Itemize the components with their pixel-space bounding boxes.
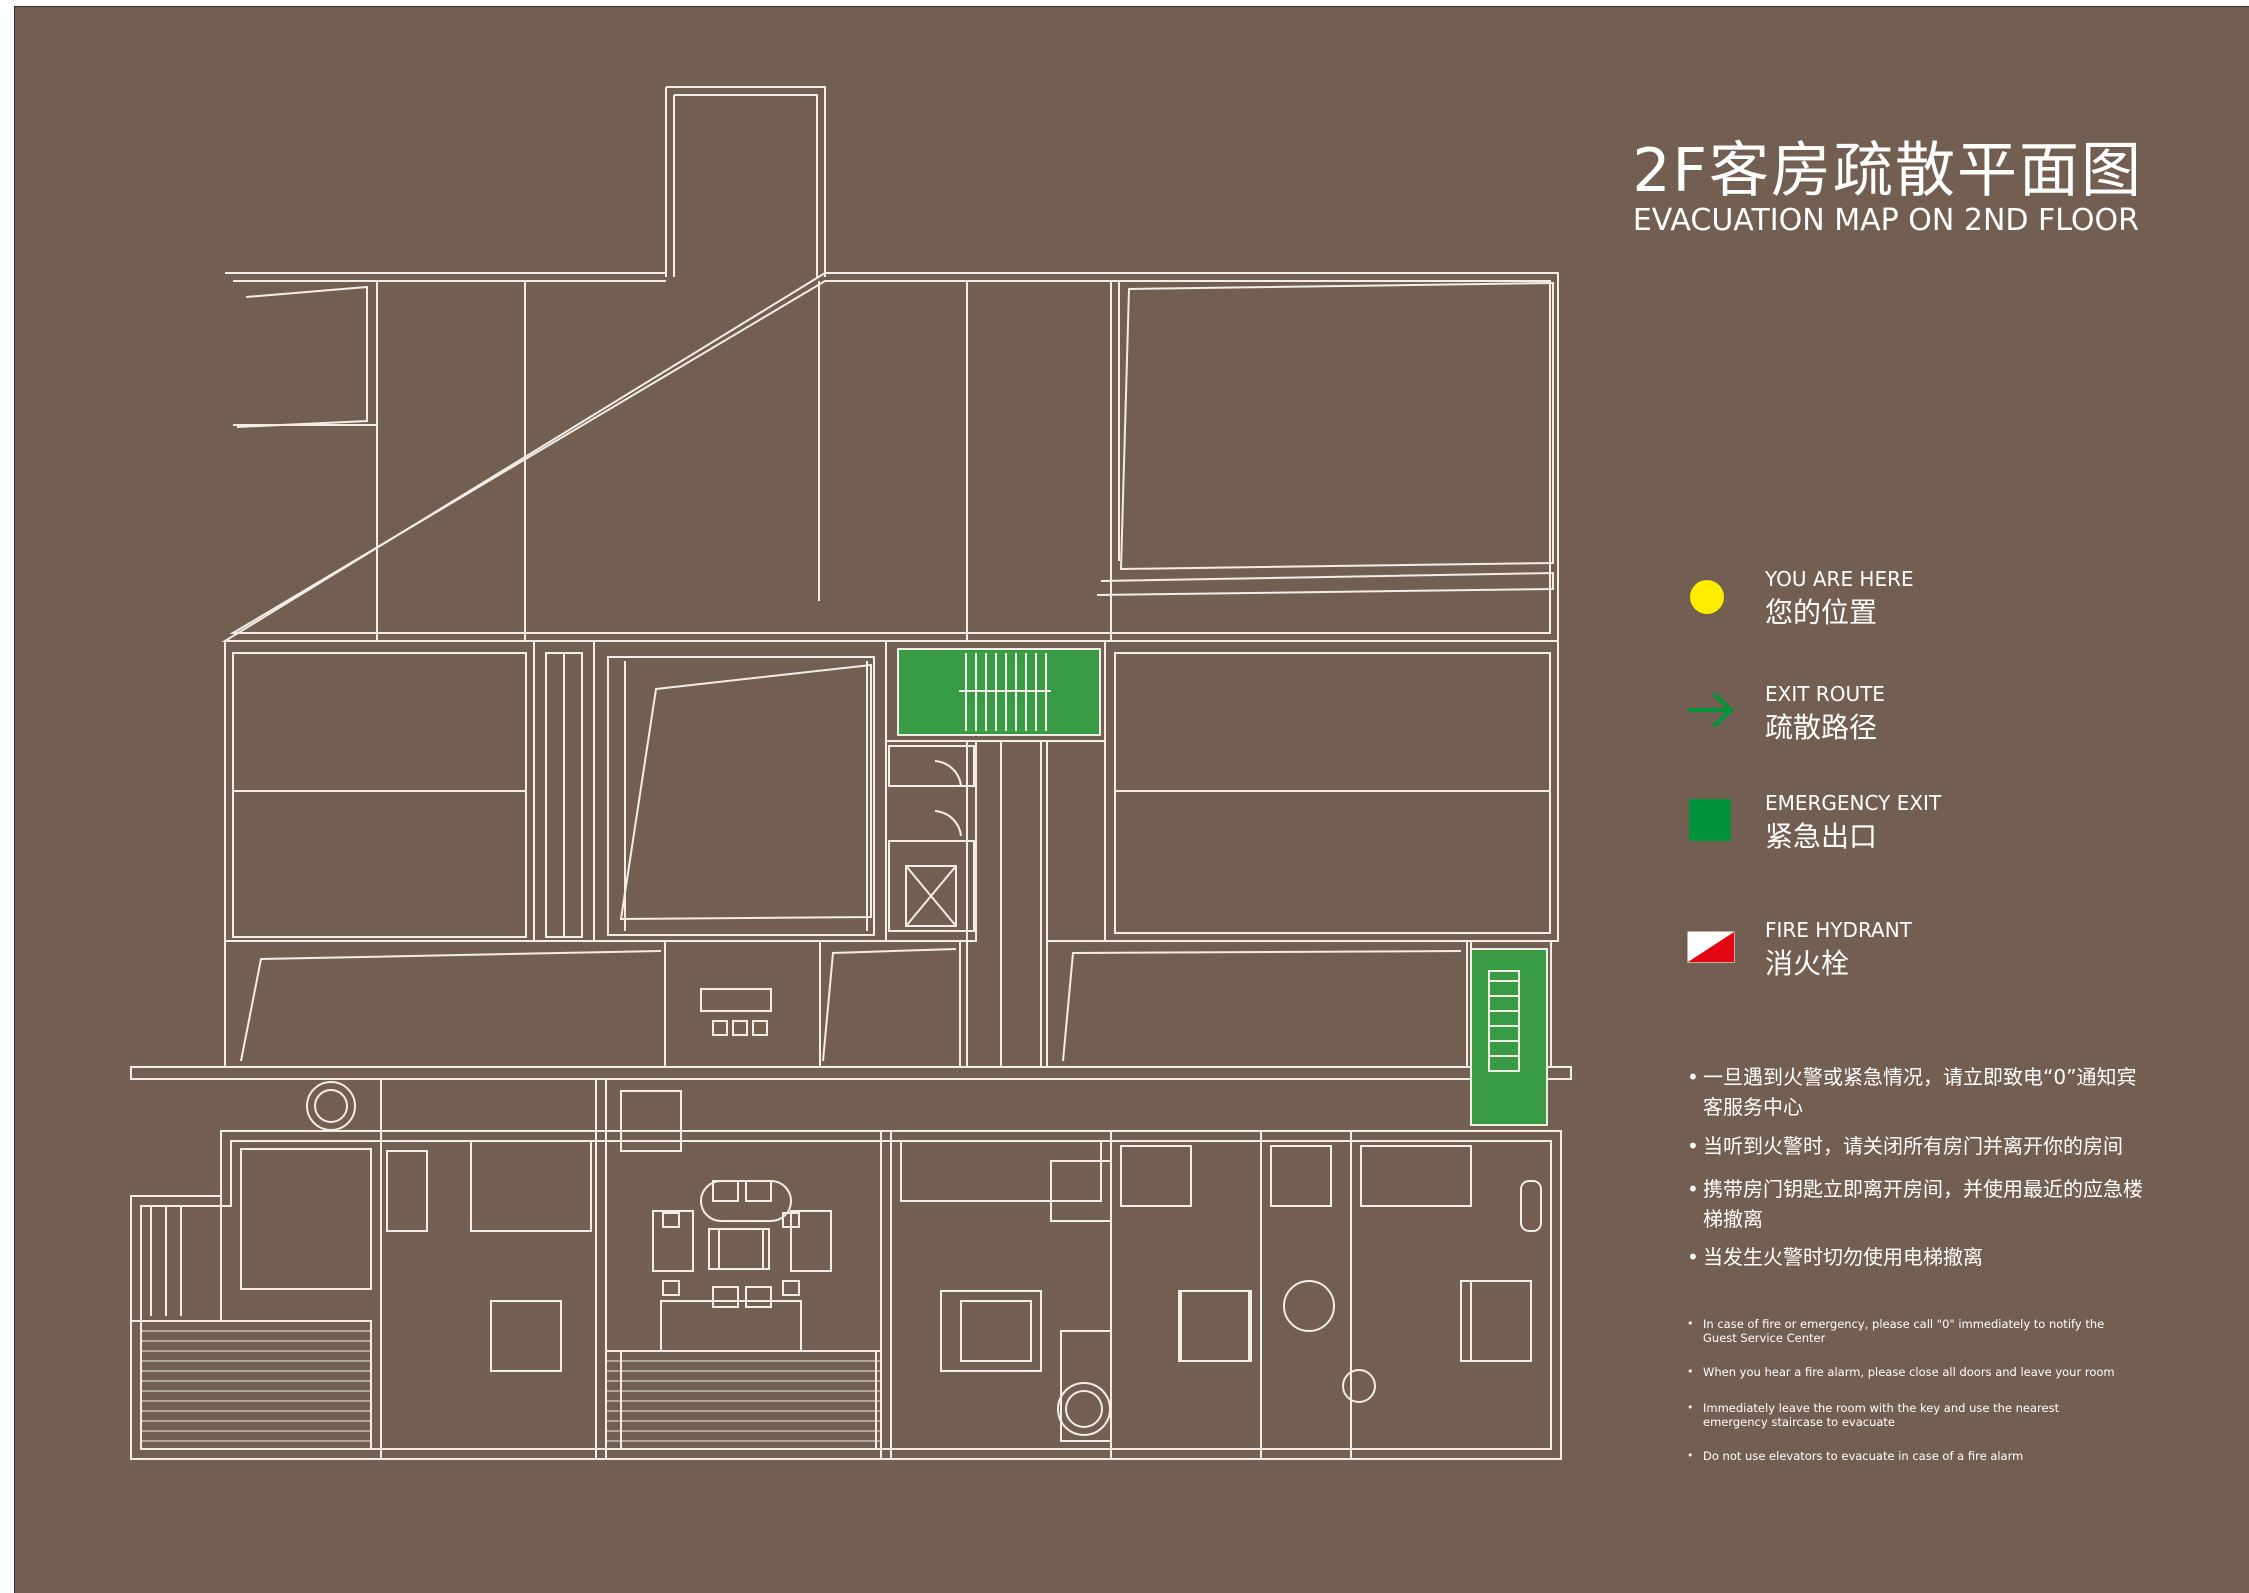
exit-route-arrow-icon	[1688, 693, 1733, 727]
legend-fire-hydrant-zh: 消火栓	[1765, 947, 1850, 980]
legend-fire-hydrant-en: FIRE HYDRANT	[1765, 918, 1912, 942]
instruction-en-2: •When you hear a fire alarm, please clos…	[1687, 1365, 2115, 1379]
instruction-zh-1: •一旦遇到火警或紧急情况，请立即致电“0”通知宾客服务中心	[1687, 1065, 2137, 1119]
emergency-exit-stair-east	[1470, 948, 1548, 1126]
emergency-exit-stair-north	[897, 648, 1101, 736]
fire-hydrant-icon	[1687, 931, 1735, 963]
map-title-zh: 2F客房疏散平面图	[1632, 136, 2143, 206]
legend-exit-route-zh: 疏散路径	[1765, 711, 1878, 744]
emergency-exit-icon	[1689, 799, 1731, 841]
you-are-here-icon	[1690, 580, 1724, 614]
map-sheet: 2F客房疏散平面图 EVACUATION MAP ON 2ND FLOOR YO…	[14, 6, 2249, 1593]
instruction-en-4: •Do not use elevators to evacuate in cas…	[1687, 1449, 2024, 1463]
instruction-zh-4: •当发生火警时切勿使用电梯撤离	[1687, 1245, 1983, 1269]
floor-plan	[130, 86, 1572, 1460]
legend-you-are-here-en: YOU ARE HERE	[1765, 567, 1914, 591]
instruction-en-1: •In case of fire or emergency, please ca…	[1687, 1317, 2105, 1345]
instruction-en-3: •Immediately leave the room with the key…	[1687, 1401, 2060, 1429]
legend-you-are-here-zh: 您的位置	[1765, 596, 1878, 629]
map-title-en: EVACUATION MAP ON 2ND FLOOR	[1632, 203, 2139, 238]
instruction-zh-3: •携带房门钥匙立即离开房间，并使用最近的应急楼梯撤离	[1687, 1177, 2143, 1231]
instruction-zh-2: •当听到火警时，请关闭所有房门并离开你的房间	[1687, 1134, 2123, 1158]
legend-emergency-exit-zh: 紧急出口	[1765, 820, 1878, 853]
legend-exit-route-en: EXIT ROUTE	[1765, 682, 1885, 706]
legend-emergency-exit-en: EMERGENCY EXIT	[1765, 791, 1942, 815]
